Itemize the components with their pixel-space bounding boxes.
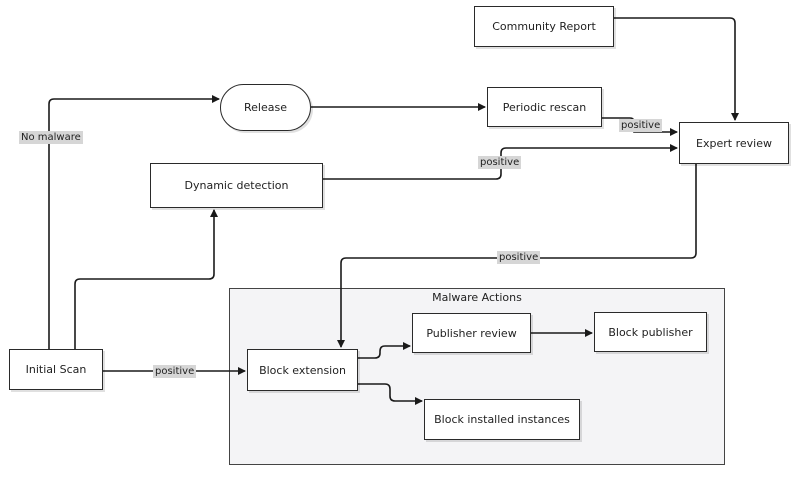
periodic-rescan-node[interactable]: Periodic rescan bbox=[487, 87, 602, 127]
edge-label-positive-rescan: positive bbox=[619, 119, 663, 132]
community-report-label: Community Report bbox=[492, 20, 596, 33]
publisher-review-node[interactable]: Publisher review bbox=[412, 313, 531, 353]
edge-initial-to-release bbox=[48, 95, 220, 349]
dynamic-detection-node[interactable]: Dynamic detection bbox=[150, 163, 323, 208]
edge-label-positive-initial: positive bbox=[153, 365, 197, 378]
block-extension-node[interactable]: Block extension bbox=[247, 349, 358, 391]
edge-label-positive-expert: positive bbox=[497, 251, 541, 264]
publisher-review-label: Publisher review bbox=[426, 326, 517, 340]
expert-review-node[interactable]: Expert review bbox=[679, 122, 789, 164]
edge-community-to-expert bbox=[614, 17, 739, 121]
release-node[interactable]: Release bbox=[220, 84, 311, 131]
block-extension-label: Block extension bbox=[259, 363, 346, 377]
edge-block-to-publisher-review bbox=[358, 342, 411, 359]
initial-scan-node[interactable]: Initial Scan bbox=[9, 349, 103, 390]
block-publisher-node[interactable]: Block publisher bbox=[594, 312, 707, 352]
edge-label-positive-dynamic: positive bbox=[478, 156, 522, 169]
initial-scan-label: Initial Scan bbox=[25, 363, 87, 376]
edge-block-to-installed bbox=[358, 383, 423, 405]
release-label: Release bbox=[244, 101, 287, 114]
block-installed-node[interactable]: Block installed instances bbox=[424, 399, 580, 440]
dynamic-detection-label: Dynamic detection bbox=[184, 179, 289, 192]
community-report-node[interactable]: Community Report bbox=[474, 6, 614, 47]
edge-initial-to-dynamic bbox=[74, 209, 218, 349]
edge-label-no-malware: No malware bbox=[19, 131, 83, 144]
block-publisher-label: Block publisher bbox=[608, 325, 693, 339]
expert-review-label: Expert review bbox=[696, 136, 772, 150]
group-title: Malware Actions bbox=[432, 291, 522, 304]
periodic-rescan-label: Periodic rescan bbox=[502, 100, 587, 114]
block-installed-label: Block installed instances bbox=[434, 413, 570, 426]
